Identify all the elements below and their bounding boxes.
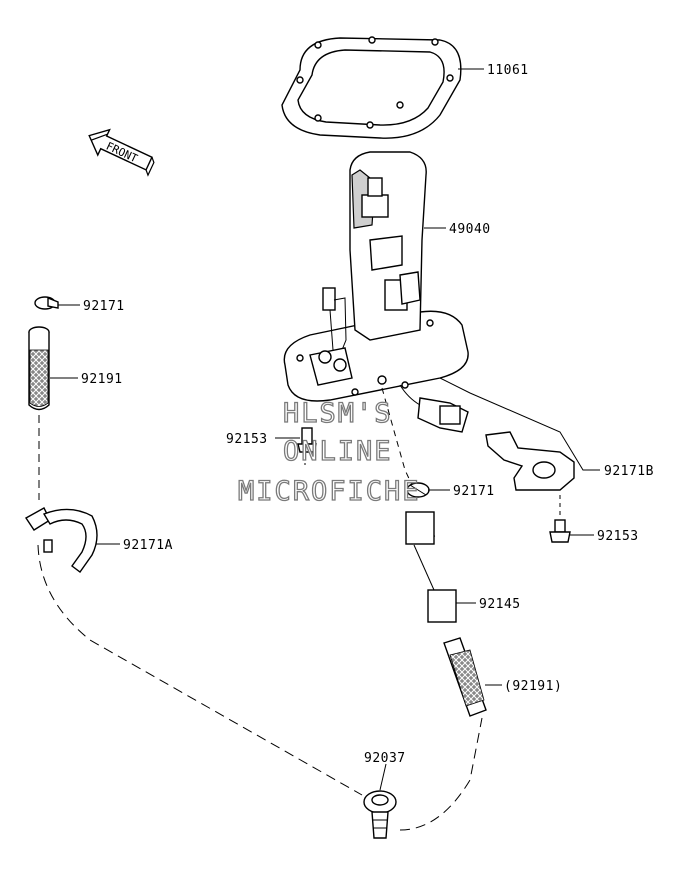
front-arrow: FRONT [88, 128, 155, 177]
watermark-line3: MICROFICHE [238, 476, 421, 507]
callout-92153-left: 92153 [226, 432, 268, 447]
spring-92145[interactable] [405, 511, 457, 623]
callout-49040: 49040 [449, 222, 491, 237]
fitting-92037[interactable] [363, 790, 397, 839]
callout-92191-left: 92191 [81, 372, 123, 387]
clamp-92171-top[interactable] [34, 296, 59, 310]
watermark-line2: ONLINE [283, 436, 393, 467]
leader-92037 [379, 763, 387, 791]
callout-11061: 11061 [487, 63, 529, 78]
hose-92191-right[interactable] [443, 637, 487, 717]
callout-92171A: 92171A [123, 538, 173, 553]
bracket-92171B[interactable] [485, 431, 575, 491]
wiring-connector[interactable] [399, 384, 469, 433]
callout-92037: 92037 [364, 751, 406, 766]
hose-92191-left[interactable] [28, 326, 50, 411]
gasket-11061[interactable] [281, 36, 462, 139]
callout-92153-right: 92153 [597, 529, 639, 544]
clamp-92171A[interactable] [24, 507, 98, 573]
route-line-lower-right [399, 717, 483, 831]
callout-92171B: 92171B [604, 464, 654, 479]
bolt-92153-left[interactable] [297, 427, 317, 453]
watermark-line1: HLSM'S [283, 398, 393, 429]
route-line-lower-left [37, 544, 363, 796]
callout-92191-paren: (92191) [504, 679, 562, 694]
callout-92145: 92145 [479, 597, 521, 612]
fuel-pump-assembly-49040[interactable] [283, 151, 469, 402]
leader-92171B [439, 377, 600, 471]
callout-92171-top: 92171 [83, 299, 125, 314]
bolt-92153-right[interactable] [549, 519, 571, 543]
callout-92171-middle: 92171 [453, 484, 495, 499]
